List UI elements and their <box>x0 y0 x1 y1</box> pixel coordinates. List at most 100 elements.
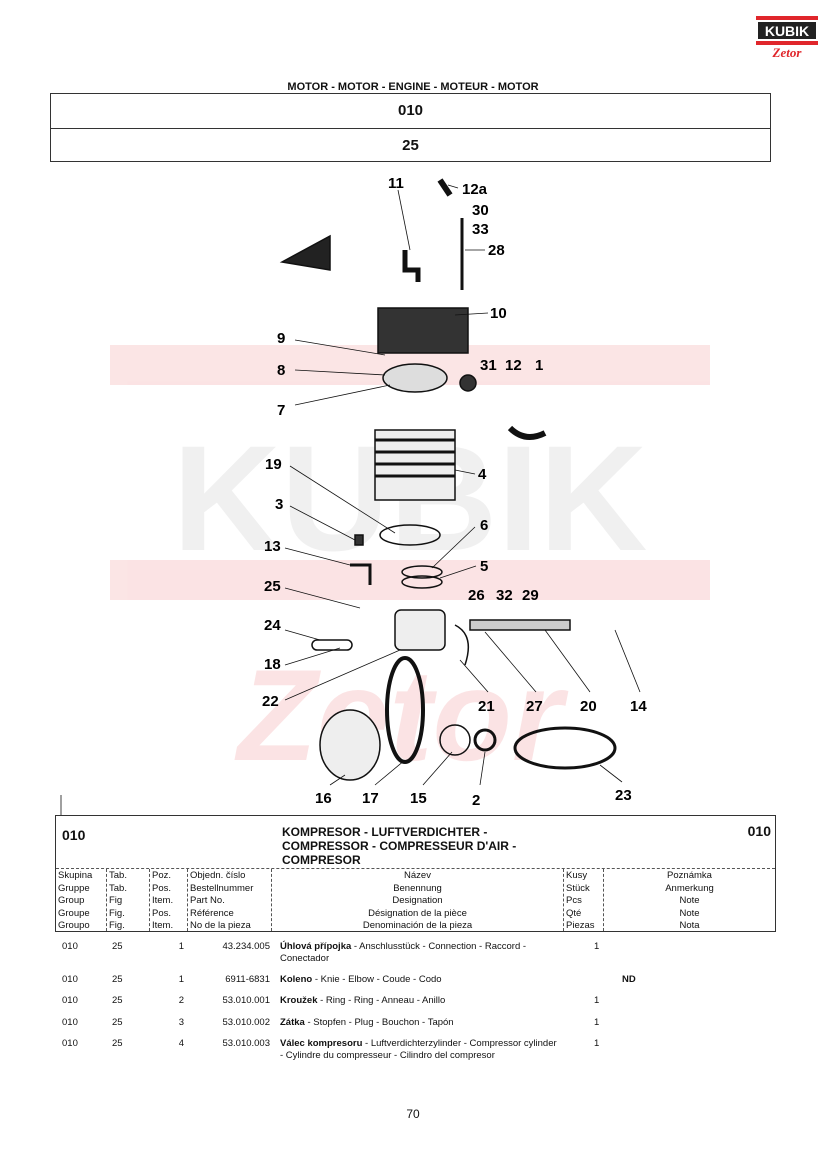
callout: 24 <box>264 617 281 634</box>
name-translations: - Luftverdichterzylinder - Compressor cy… <box>280 1038 557 1061</box>
column-header-line: Stück <box>566 882 590 894</box>
name-translations: - Anschlusstück - Connection - Raccord -… <box>280 941 527 964</box>
callout: 14 <box>630 698 647 715</box>
name-cz: Kroužek <box>280 995 318 1006</box>
name-translations: - Ring - Ring - Anneau - Anillo <box>317 995 446 1006</box>
column-header-line: Bestellnummer <box>190 882 254 894</box>
parts-table: 010 KOMPRESOR - LUFTVERDICHTER - COMPRES… <box>55 815 776 932</box>
cell-group: 010 <box>62 974 78 985</box>
name-cz: Válec kompresoru <box>280 1038 363 1049</box>
title-line: COMPRESOR <box>282 853 361 867</box>
callout: 11 <box>388 175 404 192</box>
name-translations: - Knie - Elbow - Coude - Codo <box>312 974 442 985</box>
cell-qty: 1 <box>594 1038 600 1049</box>
parts-drawing <box>279 178 617 781</box>
column-header-line: Tab. <box>109 882 127 894</box>
column-header-line: Groupe <box>58 907 90 919</box>
callout: 6 <box>480 517 488 534</box>
cell-name: Koleno - Knie - Elbow - Coude - Codo <box>280 974 560 986</box>
cell-name: Kroužek - Ring - Ring - Anneau - Anillo <box>280 995 560 1007</box>
column-header-line: Part No. <box>190 895 225 906</box>
cell-name: Válec kompresoru - Luftverdichterzylinde… <box>280 1038 560 1062</box>
callout: 2 <box>472 792 480 809</box>
cell-qty: 1 <box>594 1017 600 1028</box>
callout: 7 <box>277 402 285 419</box>
callout: 31 <box>480 357 497 374</box>
callout: 13 <box>264 538 281 555</box>
callout: 5 <box>480 558 488 575</box>
cell-tab: 25 <box>112 1038 123 1049</box>
callout: 1 <box>535 357 543 374</box>
callout: 30 <box>472 202 489 219</box>
callout: 19 <box>265 456 282 473</box>
column-header-line: Référence <box>190 907 234 919</box>
group-code-right: 010 <box>747 823 771 839</box>
cell-group: 010 <box>62 1038 78 1049</box>
group-code-left: 010 <box>62 827 86 843</box>
table-code: 25 <box>51 128 770 162</box>
cell-part: 6911-6831 <box>225 974 270 985</box>
column-header-line: Designation <box>392 895 443 906</box>
page-number: 70 <box>406 1107 420 1121</box>
name-cz: Koleno <box>280 974 313 985</box>
title-line: KOMPRESOR - LUFTVERDICHTER - <box>282 825 488 839</box>
name-cz: Zátka <box>280 1017 305 1028</box>
section-title: MOTOR - MOTOR - ENGINE - MOTEUR - MOTOR <box>287 81 539 93</box>
callout: 15 <box>410 790 427 807</box>
cell-tab: 25 <box>112 941 123 952</box>
callout: 26 <box>468 587 485 604</box>
column-header-line: Tab. <box>109 870 127 881</box>
column-header-line: Note <box>679 895 700 906</box>
column-header-line: Gruppe <box>58 882 90 894</box>
column-header-line: Piezas <box>566 920 595 931</box>
column-header-line: Note <box>679 907 700 919</box>
column-header-line: Groupo <box>58 920 90 931</box>
column-header-line: Item. <box>152 895 174 906</box>
callout: 33 <box>472 221 489 238</box>
column-header-line: Objedn. číslo <box>190 870 246 881</box>
callout: 17 <box>362 790 379 807</box>
svg-text:Zetor: Zetor <box>772 45 803 60</box>
cell-pos: 4 <box>178 1038 184 1049</box>
table-title: 010 KOMPRESOR - LUFTVERDICHTER - COMPRES… <box>56 816 775 869</box>
name-cz: Úhlová přípojka <box>280 941 352 952</box>
column-header-line: Qté <box>566 907 582 919</box>
group-header: 010 25 <box>50 93 771 162</box>
column-header-line: Fig <box>109 895 123 906</box>
column-header-line: Skupina <box>58 870 93 881</box>
cell-group: 010 <box>62 1017 78 1028</box>
group-code: 010 <box>397 102 424 119</box>
column-header-line: Pos. <box>152 882 172 894</box>
name-translations: - Stopfen - Plug - Bouchon - Tapón <box>304 1017 454 1028</box>
callout: 21 <box>478 698 495 715</box>
callout: 18 <box>264 656 281 673</box>
cell-name: Úhlová přípojka - Anschlusstück - Connec… <box>280 941 560 965</box>
column-header-line: Group <box>58 895 85 906</box>
svg-text:Zetor: Zetor <box>234 642 569 788</box>
cell-part: 53.010.003 <box>222 1038 270 1049</box>
cell-name: Zátka - Stopfen - Plug - Bouchon - Tapón <box>280 1017 560 1029</box>
svg-text:KUBIK: KUBIK <box>765 23 809 39</box>
callout-labels: 11 12a 30 33 28 10 9 8 7 31 12 1 4 19 3 … <box>262 175 647 809</box>
callout: 8 <box>277 362 285 379</box>
callout: 12a <box>462 181 488 198</box>
callout: 4 <box>478 466 487 483</box>
column-header-line: No de la pieza <box>190 920 251 931</box>
column-header-line: Item. <box>152 920 174 931</box>
callout: 27 <box>526 698 543 715</box>
cell-part: 53.010.002 <box>222 1017 270 1028</box>
cell-pos: 1 <box>178 941 184 952</box>
cell-note: ND <box>622 974 636 985</box>
leader-lines <box>60 184 641 815</box>
column-header: Poz.Pos.Item.Pos.Item. <box>150 869 188 931</box>
cell-qty: 1 <box>594 941 600 952</box>
callout: 25 <box>264 578 281 595</box>
column-header-line: Poz. <box>152 870 172 881</box>
cell-part: 53.010.001 <box>222 995 270 1006</box>
column-header-line: Pcs <box>566 895 582 906</box>
callout: 3 <box>275 496 283 513</box>
column-header-line: Pos. <box>152 907 172 919</box>
